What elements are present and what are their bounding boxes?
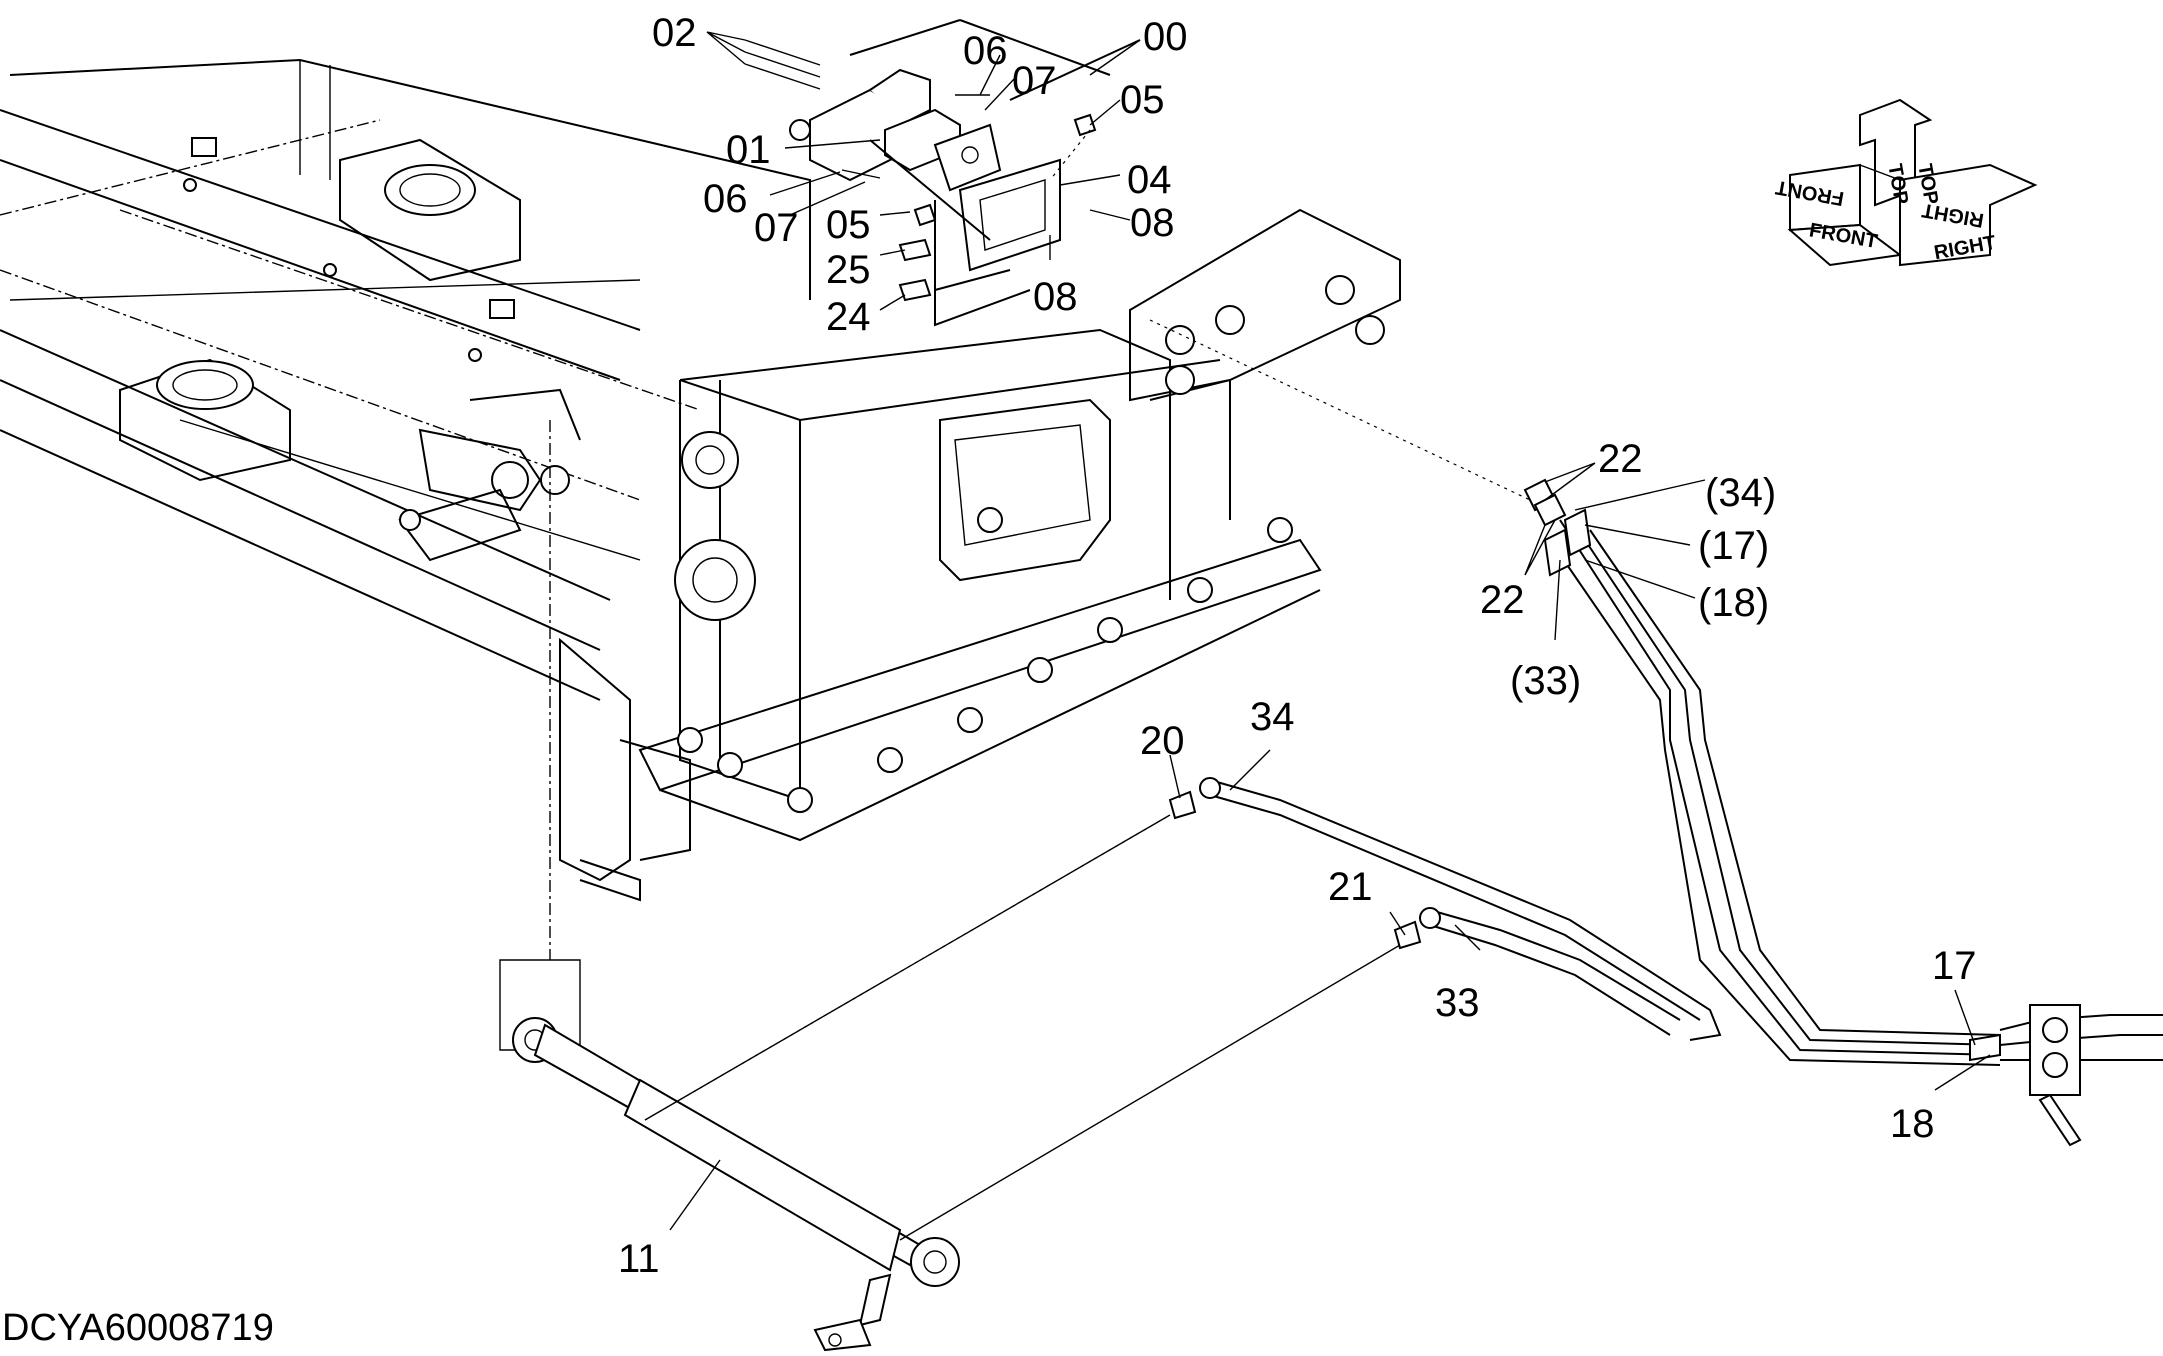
callout-33-ref: (33) (1510, 659, 1581, 703)
drawing-code: DCYA60008719 (2, 1307, 274, 1349)
callout-02: 02 (652, 11, 697, 55)
callout-33: 33 (1435, 981, 1480, 1025)
callout-24: 24 (826, 295, 871, 339)
flange-bolts (677, 507, 1293, 813)
callout-17: 17 (1932, 944, 1977, 988)
callout-21: 21 (1328, 865, 1373, 909)
frame-structure (0, 58, 811, 902)
control-valve-fittings (1969, 1004, 2163, 1147)
hydraulic-hoses (1149, 319, 2001, 1066)
callout-leaders (669, 31, 1991, 1231)
callout-06-top: 06 (963, 29, 1008, 73)
callout-05-top: 05 (1120, 78, 1165, 122)
callout-18: 18 (1890, 1102, 1935, 1146)
callout-34-ref: (34) (1705, 471, 1776, 515)
callout-18-ref: (18) (1698, 581, 1769, 625)
callout-11: 11 (618, 1237, 660, 1281)
callout-25: 25 (826, 248, 871, 292)
callout-01: 01 (726, 128, 771, 172)
center-housing (499, 208, 1401, 1051)
steering-cylinder (512, 814, 1401, 1352)
callout-08-right: 08 (1130, 201, 1175, 245)
callout-17-ref: (17) (1698, 524, 1769, 568)
callout-06-mid: 06 (703, 177, 748, 221)
callout-22-upper: 22 (1598, 437, 1643, 481)
callout-00: 00 (1143, 15, 1188, 59)
orientation-indicator: FRONT FRONT TOP TOP RIGHT RIGHT (1774, 98, 2038, 267)
callout-labels: 02 06 07 00 05 01 04 06 07 05 08 25 08 2… (618, 11, 1977, 1281)
callout-05-mid: 05 (826, 203, 871, 247)
callout-04: 04 (1127, 158, 1172, 202)
callout-07-top: 07 (1012, 59, 1057, 103)
callout-07-mid: 07 (754, 206, 799, 250)
callout-34: 34 (1250, 695, 1295, 739)
valve-assembly (744, 19, 1141, 327)
callout-08-lower: 08 (1033, 275, 1078, 319)
callout-22-lower: 22 (1480, 578, 1525, 622)
callout-20: 20 (1140, 719, 1185, 763)
